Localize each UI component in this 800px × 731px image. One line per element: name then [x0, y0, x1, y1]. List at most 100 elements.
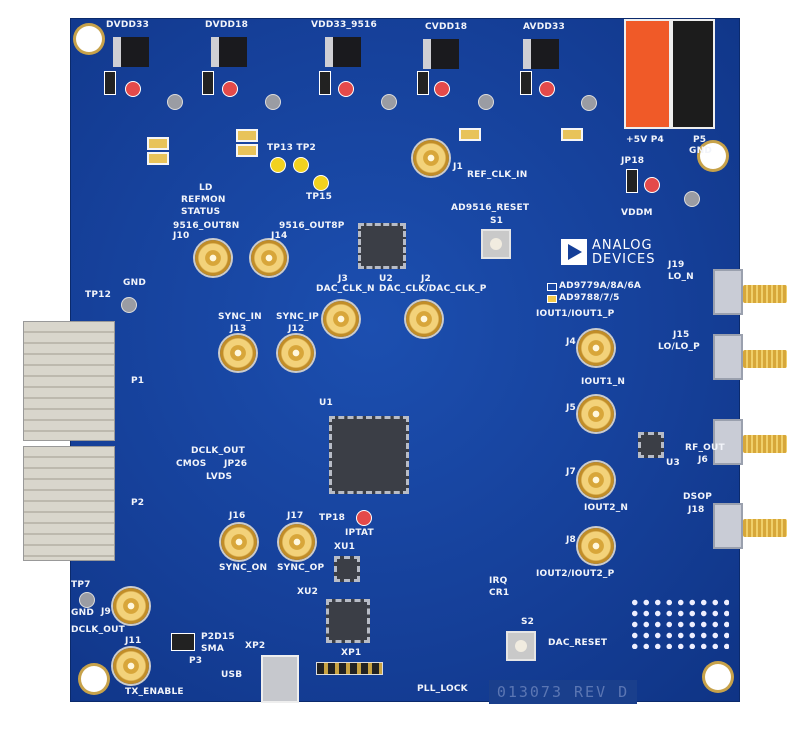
tp18-label: TP18	[319, 513, 346, 523]
j6-edge-sma-connector[interactable]	[713, 419, 787, 465]
logo-triangle-icon	[561, 239, 587, 265]
j3-net-label: DAC_CLK_N	[316, 284, 375, 294]
test-point[interactable]	[356, 510, 372, 526]
j16-sma-connector[interactable]	[221, 524, 257, 560]
j15-label: J15	[673, 330, 690, 340]
test-point[interactable]	[644, 177, 660, 193]
j14-sma-connector[interactable]	[251, 240, 287, 276]
j7-label: J7	[566, 467, 577, 477]
variant-option-2: AD9788/7/5	[559, 293, 620, 303]
j12-sma-connector[interactable]	[278, 335, 314, 371]
p1-label: P1	[131, 376, 145, 386]
ground-binding-post-black[interactable]	[671, 19, 715, 129]
supply-label-vdd33-9516: VDD33_9516	[311, 20, 377, 30]
u2-label: U2	[379, 274, 393, 284]
j11-sma-connector[interactable]	[113, 648, 149, 684]
usb-port[interactable]	[261, 655, 299, 703]
j16-label: J16	[229, 511, 246, 521]
test-point[interactable]	[338, 81, 354, 97]
pin-header-xp1[interactable]	[316, 662, 383, 675]
evaluation-board: DVDD33 DVDD18 VDD33_9516 CVDD18 AVDD33 +…	[23, 18, 787, 704]
test-point[interactable]	[79, 592, 95, 608]
jumper[interactable]	[417, 71, 429, 95]
j19-edge-sma-connector[interactable]	[713, 269, 787, 315]
sma-barrel	[743, 435, 787, 453]
logo-line-2: DEVICES	[592, 252, 656, 267]
j4-sma-connector[interactable]	[578, 330, 614, 366]
j7-sma-connector[interactable]	[578, 462, 614, 498]
tp7-label: TP7	[71, 580, 91, 590]
xu1-label: XU1	[334, 542, 356, 552]
jp18-jumper[interactable]	[626, 169, 638, 193]
j15-net-label: LO/LO_P	[658, 342, 700, 352]
usb-label: USB	[221, 670, 243, 680]
j15-edge-sma-connector[interactable]	[713, 334, 787, 380]
j11-net-label: TX_ENABLE	[125, 687, 184, 697]
test-point[interactable]	[125, 81, 141, 97]
j5-label: J5	[566, 403, 577, 413]
header-p1[interactable]	[23, 321, 115, 441]
jp26-left-label: CMOS	[176, 459, 207, 469]
test-point[interactable]	[434, 81, 450, 97]
clock-chip-u2	[358, 223, 406, 269]
test-point[interactable]	[313, 175, 329, 191]
j3-sma-connector[interactable]	[323, 301, 359, 337]
supply-label-cvdd18: CVDD18	[425, 22, 468, 32]
led-label-ld: LD	[199, 183, 213, 193]
test-point[interactable]	[293, 157, 309, 173]
test-point[interactable]	[478, 94, 494, 110]
jumper[interactable]	[520, 71, 532, 95]
tantalum-capacitor	[147, 137, 169, 150]
jumper[interactable]	[202, 71, 214, 95]
j12-net-label: SYNC_IP	[276, 312, 319, 322]
dac-reset-button[interactable]	[506, 631, 536, 661]
mounting-hole	[81, 666, 107, 692]
test-point[interactable]	[539, 81, 555, 97]
j12-label: J12	[288, 324, 305, 334]
voltage-regulator	[423, 39, 459, 69]
test-point[interactable]	[270, 157, 286, 173]
test-point[interactable]	[222, 81, 238, 97]
j1-net-label: REF_CLK_IN	[467, 170, 528, 180]
j6-label: J6	[698, 455, 709, 465]
test-point[interactable]	[684, 191, 700, 207]
test-point[interactable]	[581, 95, 597, 111]
p3-jumper-header[interactable]	[171, 633, 195, 651]
j16-net-label: SYNC_ON	[219, 563, 268, 573]
ad9516-reset-button[interactable]	[481, 229, 511, 259]
j9-sma-connector[interactable]	[113, 588, 149, 624]
j5-sma-connector[interactable]	[578, 396, 614, 432]
power-binding-post-red[interactable]	[624, 19, 671, 129]
j10-sma-connector[interactable]	[195, 240, 231, 276]
j2-sma-connector[interactable]	[406, 301, 442, 337]
j17-net-label: SYNC_OP	[277, 563, 325, 573]
revision-label: 013073 REV D	[489, 680, 637, 704]
jumper[interactable]	[319, 71, 331, 95]
j13-sma-connector[interactable]	[220, 335, 256, 371]
test-point[interactable]	[121, 297, 137, 313]
j10-net-label: 9516_OUT8N	[173, 221, 240, 231]
test-point[interactable]	[265, 94, 281, 110]
test-point[interactable]	[167, 94, 183, 110]
j18-edge-sma-connector[interactable]	[713, 503, 787, 549]
j6-net-label: RF_OUT	[685, 443, 725, 453]
s2-net-label: DAC_RESET	[548, 638, 608, 648]
pll-lock-label: PLL_LOCK	[417, 684, 468, 694]
tantalum-capacitor	[561, 128, 583, 141]
p5-label: P5	[693, 135, 707, 145]
xu2-label: XU2	[297, 587, 319, 597]
led-label-status: STATUS	[181, 207, 221, 217]
j1-sma-connector[interactable]	[413, 140, 449, 176]
supply-label-dvdd18: DVDD18	[205, 20, 249, 30]
j4-label: J4	[566, 337, 577, 347]
sma-barrel	[743, 519, 787, 537]
j19-net-label: LO_N	[668, 272, 694, 282]
sma-barrel	[743, 285, 787, 303]
j18-net-label: DSOP	[683, 492, 712, 502]
j8-sma-connector[interactable]	[578, 528, 614, 564]
j8-label: J8	[566, 535, 577, 545]
j17-sma-connector[interactable]	[279, 524, 315, 560]
jumper[interactable]	[104, 71, 116, 95]
test-point[interactable]	[381, 94, 397, 110]
header-p2[interactable]	[23, 446, 115, 561]
